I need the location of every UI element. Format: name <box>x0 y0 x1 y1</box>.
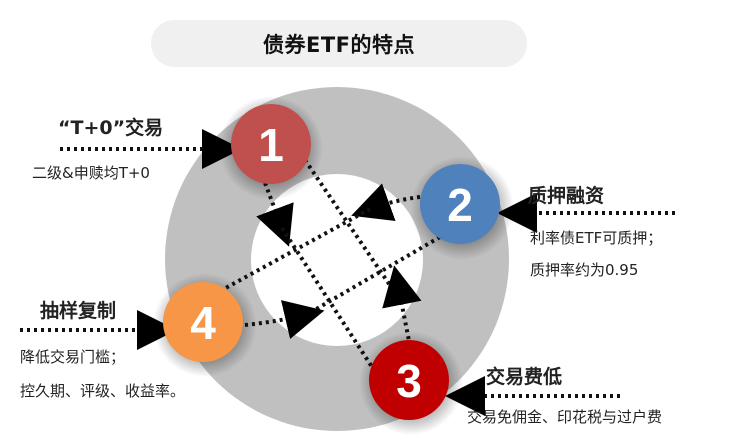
node-3: 3 <box>369 340 449 420</box>
feature-2-desc-1: 利率债ETF可质押； <box>530 229 663 247</box>
page-title: 债券ETF的特点 <box>262 32 415 57</box>
feature-1-heading: “T+0”交易 <box>58 117 164 139</box>
feature-4-heading: 抽样复制 <box>40 300 117 322</box>
feature-3-desc-1: 交易免佣金、印花税与过户费 <box>467 408 663 426</box>
svg-text:1: 1 <box>258 119 284 171</box>
feature-4-desc-2: 控久期、评级、收益率。 <box>20 382 186 400</box>
node-1: 1 <box>231 104 311 184</box>
svg-text:3: 3 <box>396 355 422 407</box>
svg-text:4: 4 <box>190 297 216 349</box>
feature-2-desc-2: 质押率约为0.95 <box>530 261 639 279</box>
feature-3-heading: 交易费低 <box>486 366 563 388</box>
feature-4-desc-1: 降低交易门槛； <box>20 348 126 366</box>
node-2: 2 <box>420 164 500 244</box>
svg-text:2: 2 <box>447 179 473 231</box>
outer-connectors <box>20 129 675 416</box>
node-4: 4 <box>163 282 243 362</box>
feature-2-heading: 质押融资 <box>528 185 605 207</box>
feature-1-desc-1: 二级&申赎均T+0 <box>32 164 150 182</box>
title-banner: 债券ETF的特点 <box>151 20 527 67</box>
